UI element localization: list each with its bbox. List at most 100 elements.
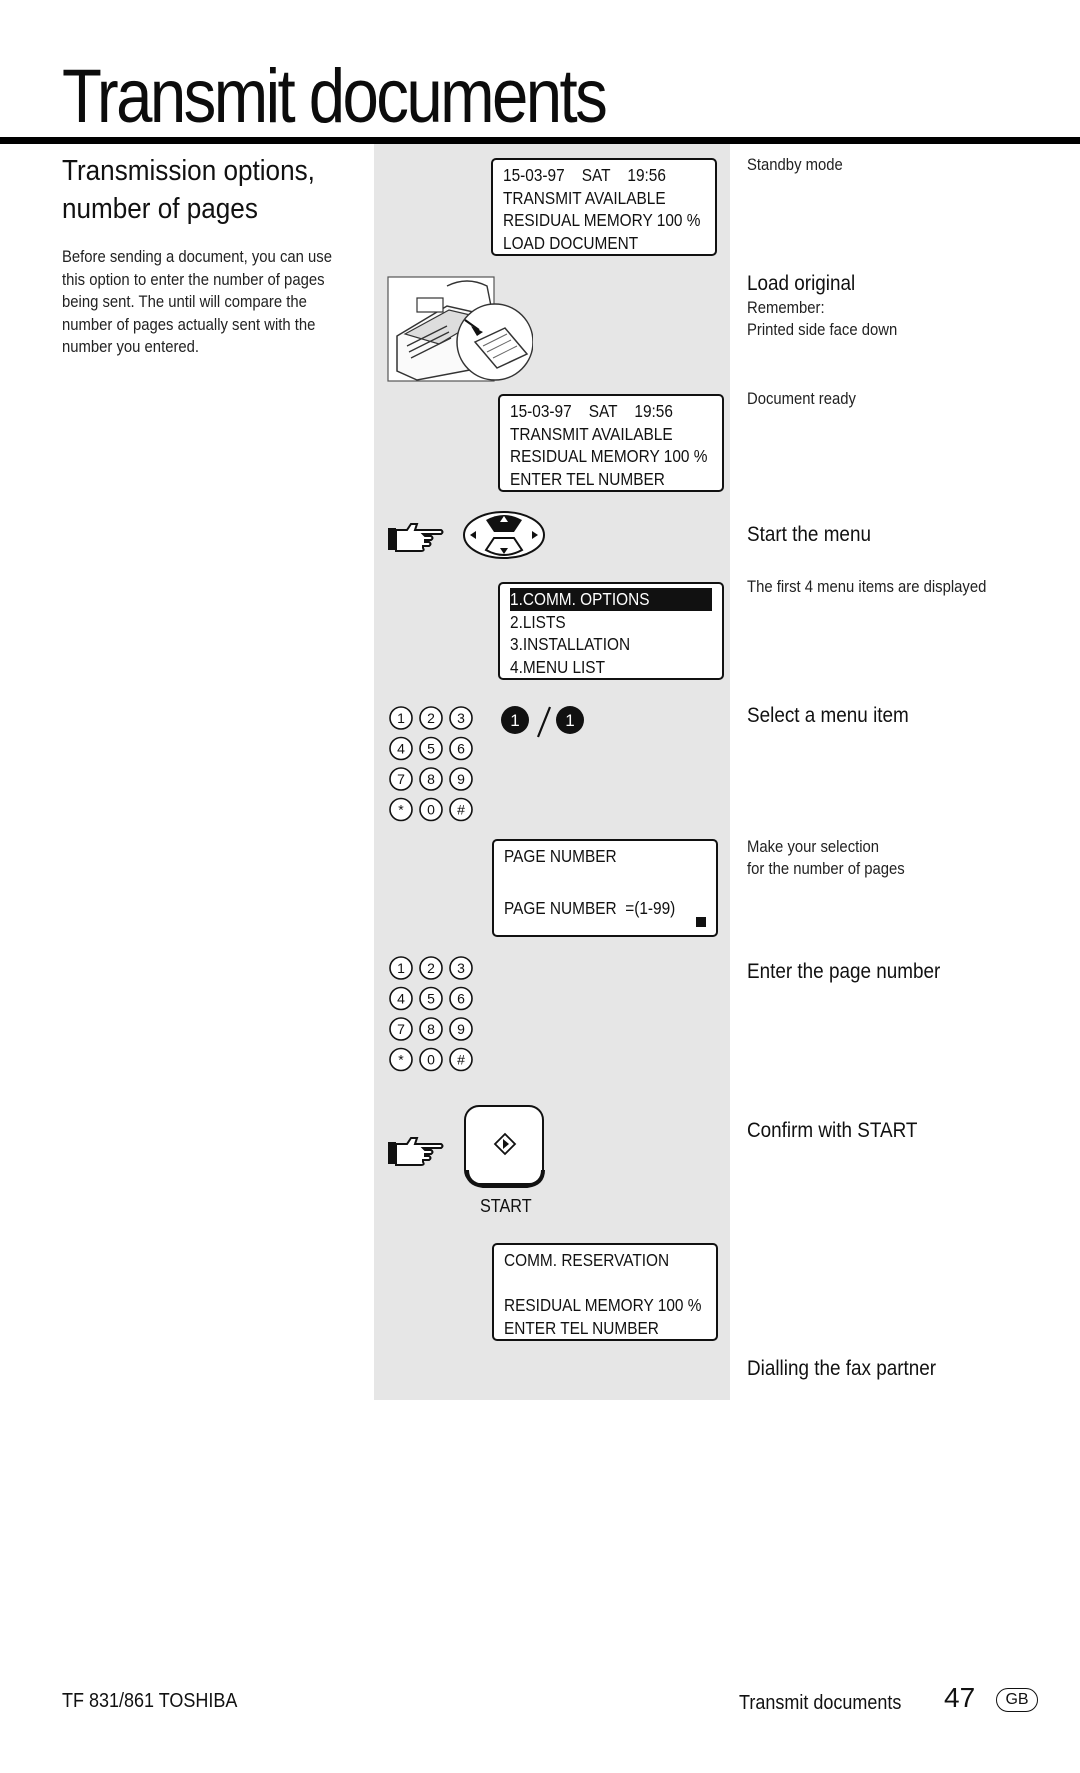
step-standby: Standby mode	[747, 156, 843, 174]
keypad-key[interactable]: *	[389, 797, 413, 822]
title-rule	[0, 137, 1080, 144]
section-heading-line2: number of pages	[62, 193, 258, 225]
keypad-key-label: 3	[457, 960, 465, 976]
keypad-key-label: 7	[397, 1021, 405, 1037]
page-number: 47	[944, 1682, 976, 1713]
start-icon	[493, 1132, 517, 1156]
keypad-key-label: 9	[457, 1021, 465, 1037]
keypad-key-label: 1	[397, 710, 405, 726]
footer-section: Transmit documents	[739, 1692, 902, 1714]
keypad-key-label: 8	[427, 771, 435, 787]
step-make-selection-2: for the number of pages	[747, 860, 905, 878]
keypad-key-label: 0	[427, 1052, 435, 1068]
keypad-key[interactable]: 0	[419, 1047, 443, 1072]
step-remember: Remember:	[747, 299, 825, 317]
start-button[interactable]	[463, 1104, 547, 1188]
keypad-key[interactable]: #	[449, 797, 473, 822]
footer-model: TF 831/861 TOSHIBA	[62, 1690, 238, 1712]
step-document-ready: Document ready	[747, 390, 856, 408]
step-load-original: Load original	[747, 272, 856, 295]
keypad-key[interactable]: 1	[389, 956, 413, 980]
keypad-key[interactable]: 9	[449, 767, 473, 791]
keypad-key-label: 9	[457, 771, 465, 787]
keypad-key[interactable]: 2	[419, 956, 443, 980]
intro-line: being sent. The until will compare the	[62, 293, 307, 312]
step-start-menu: Start the menu	[747, 523, 871, 546]
lcd-cursor	[696, 917, 706, 927]
keypad-key-label: 4	[397, 991, 405, 1007]
keypad-key[interactable]: 8	[419, 1017, 443, 1041]
keypad-key[interactable]: 3	[449, 956, 473, 980]
keypad-key[interactable]: 7	[389, 767, 413, 791]
keypad-key[interactable]: 3	[449, 706, 473, 730]
keypad-key[interactable]: 5	[419, 986, 443, 1011]
keypad-key[interactable]: 5	[419, 736, 443, 761]
lcd-line: TRANSMIT AVAILABLE	[510, 423, 673, 444]
keypad-key[interactable]: 2	[419, 706, 443, 730]
keypad-key-label: #	[457, 1052, 465, 1068]
keypad-key-label: 5	[427, 991, 435, 1007]
section-heading: Transmission options, number of pages	[62, 152, 359, 228]
keypad-key[interactable]: #	[449, 1047, 473, 1072]
menu-select-key-1: 1	[510, 711, 519, 730]
step-confirm: Confirm with START	[747, 1119, 918, 1142]
keypad-key[interactable]: *	[389, 1047, 413, 1072]
lcd-line: PAGE NUMBER =(1-99)	[504, 898, 676, 918]
keypad-key[interactable]: 8	[419, 767, 443, 791]
navigation-key-icon[interactable]	[462, 510, 546, 560]
pointing-hand-icon	[388, 1137, 444, 1166]
keypad-key-label: 0	[427, 802, 435, 818]
lcd-line: 15-03-97 SAT 19:56	[503, 165, 666, 185]
keypad-key-label: #	[457, 802, 465, 818]
lcd-line: RESIDUAL MEMORY 100 %	[504, 1295, 702, 1315]
lcd-document-ready: 15-03-97 SAT 19:56 TRANSMIT AVAILABLE RE…	[498, 394, 724, 492]
keypad-key-label: 8	[427, 1021, 435, 1037]
keypad-key[interactable]: 7	[389, 1017, 413, 1041]
lcd-line: TRANSMIT AVAILABLE	[503, 187, 666, 208]
keypad-key-label: 4	[397, 741, 405, 757]
lcd-line-highlighted: 1.COMM. OPTIONS	[510, 588, 712, 611]
keypad-key[interactable]: 4	[389, 736, 413, 761]
step-dialling: Dialling the fax partner	[747, 1357, 937, 1380]
keypad-key[interactable]: 9	[449, 1017, 473, 1041]
intro-line: number you entered.	[62, 338, 200, 357]
language-badge: GB	[996, 1688, 1038, 1712]
menu-select-keys: 1 1	[501, 706, 584, 738]
lcd-page-number: PAGE NUMBER PAGE NUMBER =(1-99)	[492, 839, 718, 937]
lcd-standby: 15-03-97 SAT 19:56 TRANSMIT AVAILABLE RE…	[491, 158, 717, 256]
lcd-reservation: COMM. RESERVATION RESIDUAL MEMORY 100 % …	[492, 1243, 718, 1341]
lcd-line	[504, 1272, 682, 1295]
keypad-key-label: 2	[427, 710, 435, 726]
lcd-line: COMM. RESERVATION	[504, 1250, 670, 1270]
keypad-key[interactable]: 6	[449, 986, 473, 1011]
keypad-key-label: 1	[397, 960, 405, 976]
step-select-item: Select a menu item	[747, 704, 909, 727]
step-enter-page: Enter the page number	[747, 960, 941, 983]
keypad-key[interactable]: 4	[389, 986, 413, 1011]
intro-line: this option to enter the number of pages	[62, 270, 325, 289]
load-document-illustration	[387, 276, 533, 382]
step-first-items: The first 4 menu items are displayed	[747, 578, 987, 596]
keypad-key-label: 3	[457, 710, 465, 726]
keypad-key[interactable]: 6	[449, 736, 473, 761]
keypad-key-label: 5	[427, 741, 435, 757]
lcd-line	[504, 868, 682, 891]
keypad-key[interactable]: 0	[419, 797, 443, 822]
lcd-line: 4.MENU LIST	[510, 656, 605, 677]
menu-select-key-2: 1	[565, 711, 574, 730]
start-button-label: START	[480, 1196, 532, 1216]
lcd-line: 3.INSTALLATION	[510, 634, 631, 654]
lcd-line: RESIDUAL MEMORY 100 %	[503, 210, 701, 230]
lcd-line: PAGE NUMBER	[504, 846, 617, 866]
lcd-line: ENTER TEL NUMBER	[504, 1317, 659, 1338]
intro-line: Before sending a document, you can use	[62, 248, 332, 266]
lcd-line: RESIDUAL MEMORY 100 %	[510, 446, 708, 466]
page-title: Transmit documents	[62, 54, 608, 139]
keypad-key-label: 2	[427, 960, 435, 976]
intro-text: Before sending a document, you can use t…	[62, 246, 332, 359]
keypad-key-label: *	[398, 1052, 404, 1068]
keypad-key[interactable]: 1	[389, 706, 413, 730]
lcd-line: 2.LISTS	[510, 611, 566, 632]
